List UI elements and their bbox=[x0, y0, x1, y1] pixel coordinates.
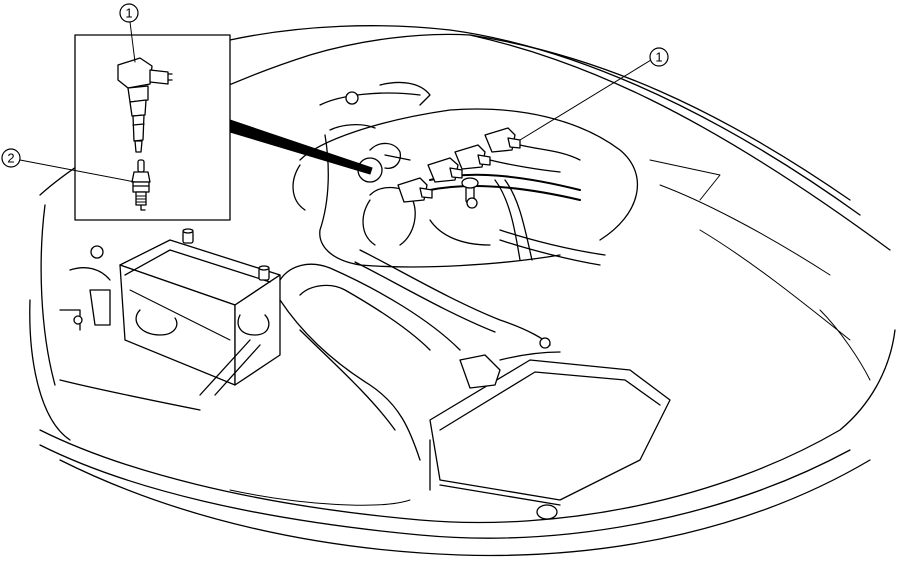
callout-spark-plug: 2 bbox=[1, 148, 21, 168]
vehicle-body-outline bbox=[29, 25, 896, 557]
callout-inset-coil: 1 bbox=[119, 3, 139, 23]
callout-engine-coil-label: 1 bbox=[655, 50, 662, 65]
left-components bbox=[59, 245, 201, 411]
ignition-coil-detail bbox=[117, 57, 173, 153]
leader-lines bbox=[19, 21, 652, 183]
callout-engine-coil: 1 bbox=[649, 47, 669, 67]
spark-plug-detail bbox=[131, 159, 151, 211]
inset-pointer-wedge bbox=[229, 119, 373, 175]
detail-inset bbox=[74, 34, 231, 221]
engine-top bbox=[292, 81, 639, 268]
engine-ignition-coils bbox=[397, 127, 581, 203]
callout-spark-plug-label: 2 bbox=[7, 151, 14, 166]
air-intake bbox=[279, 249, 671, 506]
callout-inset-coil-label: 1 bbox=[125, 6, 132, 21]
battery bbox=[119, 228, 281, 396]
